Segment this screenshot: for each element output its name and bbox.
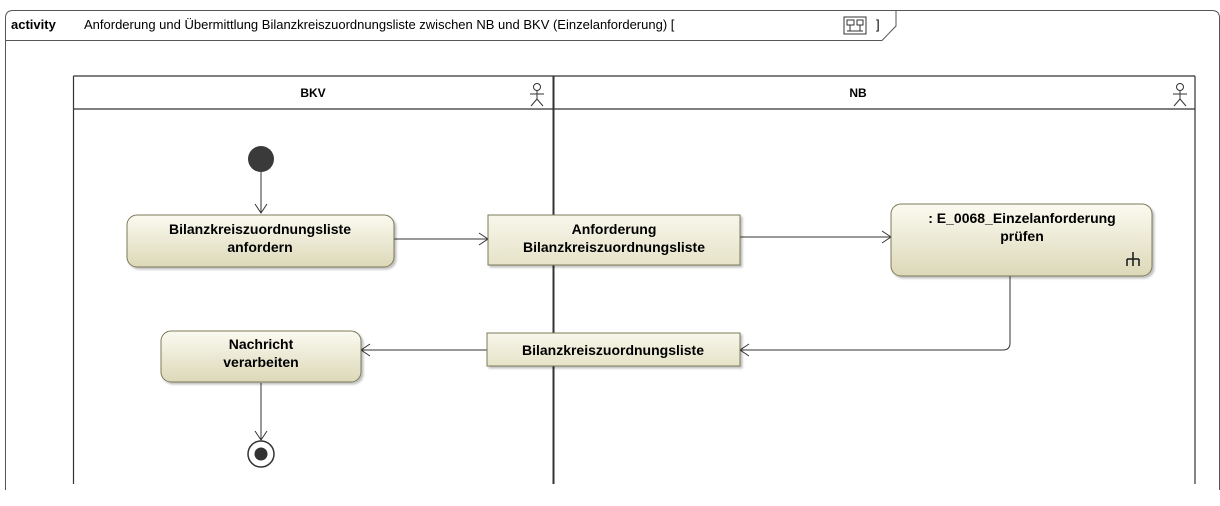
- call-behavior-icon: [1126, 252, 1140, 266]
- object-anforderung-line2: Bilanzkreiszuordnungsliste: [523, 239, 705, 255]
- diagram-frame: [5, 10, 1220, 490]
- action-verarbeiten-line2: verarbeiten: [223, 354, 298, 370]
- action-verarbeiten-line1: Nachricht: [229, 336, 294, 352]
- action-pruefen-line1: : E_0068_Einzelanforderung: [928, 210, 1116, 226]
- frame-title: Anforderung und Übermittlung Bilanzkreis…: [84, 17, 675, 32]
- lane-nb-title: NB: [849, 86, 867, 100]
- action-anfordern-line2: anfordern: [227, 239, 292, 255]
- final-node: [247, 440, 275, 468]
- frame-close-bracket: ]: [876, 17, 880, 32]
- swimlanes: [72, 75, 1196, 484]
- frame-keyword: activity: [11, 17, 57, 32]
- lane-bkv-title: BKV: [300, 86, 325, 100]
- action-anfordern[interactable]: Bilanzkreiszuordnungsliste anfordern: [126, 214, 395, 268]
- actor-icon: [530, 83, 544, 107]
- object-liste[interactable]: Bilanzkreiszuordnungsliste: [486, 332, 741, 367]
- action-pruefen-line2: prüfen: [1000, 228, 1044, 244]
- action-anfordern-line1: Bilanzkreiszuordnungsliste: [169, 221, 351, 237]
- frame-header-tab: [5, 10, 897, 41]
- object-liste-label: Bilanzkreiszuordnungsliste: [522, 342, 704, 358]
- object-anforderung-line1: Anforderung: [572, 221, 657, 237]
- action-verarbeiten[interactable]: Nachricht verarbeiten: [160, 330, 362, 383]
- initial-node: [248, 146, 274, 172]
- action-pruefen[interactable]: : E_0068_Einzelanforderung prüfen: [890, 203, 1153, 277]
- object-anforderung[interactable]: Anforderung Bilanzkreiszuordnungsliste: [487, 214, 741, 266]
- diagram-icon[interactable]: [843, 16, 867, 35]
- actor-icon: [1173, 83, 1187, 107]
